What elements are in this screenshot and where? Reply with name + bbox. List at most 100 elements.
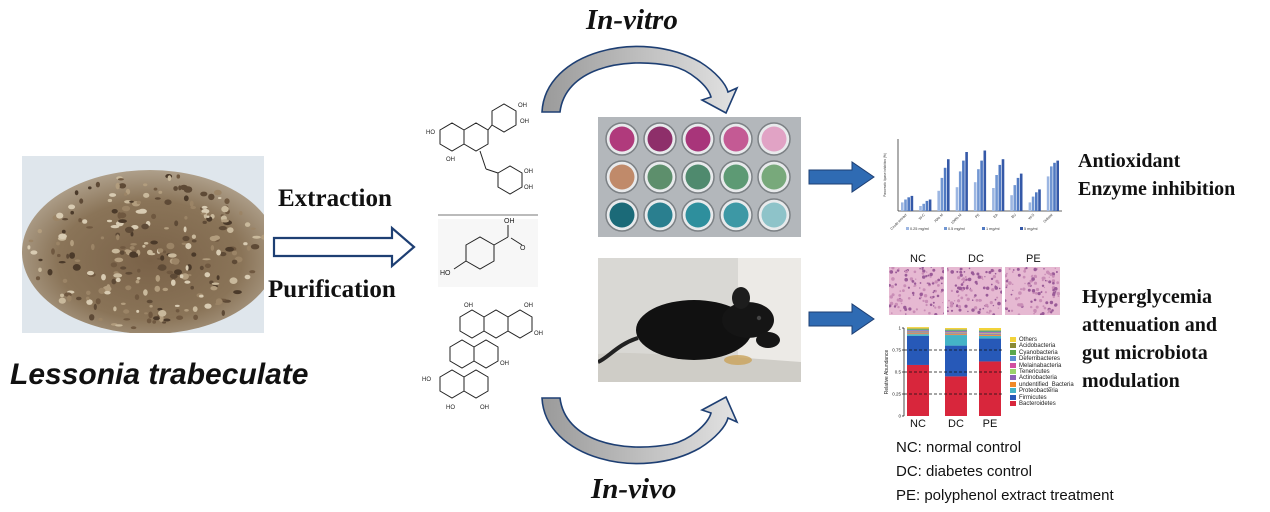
granule xyxy=(125,226,134,233)
oh-label: OH xyxy=(520,119,529,125)
cell-nucleus xyxy=(926,282,929,284)
mini-chart-bar xyxy=(973,182,977,211)
granule xyxy=(111,209,118,214)
granule xyxy=(130,243,137,246)
cell-nucleus xyxy=(1030,275,1033,278)
antioxidant-label: Antioxidant xyxy=(1078,150,1181,172)
cell-nucleus xyxy=(921,272,925,275)
stack-segment xyxy=(907,335,929,365)
cell-nucleus xyxy=(989,301,993,305)
cell-nucleus xyxy=(977,275,981,279)
granule xyxy=(37,229,42,234)
cell-nucleus xyxy=(1052,293,1056,297)
species-label: Lessonia trabeculate xyxy=(10,358,309,391)
cell-nucleus xyxy=(1052,295,1055,299)
cell-nucleus xyxy=(971,299,974,301)
granule xyxy=(155,275,161,282)
granule xyxy=(106,219,113,223)
mini-chart-bar xyxy=(1010,195,1013,211)
granule xyxy=(120,266,127,270)
oh-label: HO xyxy=(440,270,451,277)
cell-nucleus xyxy=(1047,312,1049,314)
cell-nucleus xyxy=(1042,296,1044,298)
stack-segment xyxy=(945,328,967,330)
granule xyxy=(86,290,91,295)
cell-nucleus xyxy=(937,278,941,282)
cell-nucleus xyxy=(904,273,908,277)
cell-nucleus xyxy=(1017,313,1021,315)
to-antioxidant-arrow xyxy=(808,161,875,193)
legend-label: Tenericutes xyxy=(1019,369,1050,376)
granule xyxy=(72,264,81,271)
granule xyxy=(158,310,167,317)
cell-nucleus xyxy=(965,278,968,281)
granule xyxy=(158,315,164,322)
cell-nucleus xyxy=(922,275,926,279)
cell-nucleus xyxy=(959,273,963,277)
granule xyxy=(143,183,148,187)
well-sample xyxy=(685,126,711,152)
stack-ylabel: Relative Abundance xyxy=(884,350,890,395)
cell-nucleus xyxy=(919,267,921,270)
granule xyxy=(60,293,64,298)
mini-chart-bar xyxy=(983,150,987,211)
cell-nucleus xyxy=(985,293,989,297)
legend-entry: Bacteroidetes xyxy=(1010,401,1056,408)
cell-nucleus xyxy=(947,268,949,272)
stack-segment xyxy=(907,331,929,333)
cell-nucleus xyxy=(973,296,976,298)
cell-nucleus xyxy=(1041,284,1045,287)
cell-nucleus xyxy=(889,284,891,287)
mini-chart-bar xyxy=(907,197,910,211)
granule xyxy=(211,282,220,285)
granule xyxy=(249,270,256,274)
mini-chart-category: W-S xyxy=(1028,212,1036,220)
cell-nucleus xyxy=(968,267,971,270)
cell-nucleus xyxy=(959,267,963,271)
cell-nucleus xyxy=(932,281,934,283)
cell-nucleus xyxy=(1006,307,1008,309)
cell-nucleus xyxy=(978,298,982,302)
oh-label: HO xyxy=(422,377,431,383)
cell-nucleus xyxy=(937,284,940,287)
well-sample xyxy=(647,202,673,228)
mini-chart-bar xyxy=(928,199,932,211)
granule xyxy=(190,285,194,290)
mini-chart-bar xyxy=(1038,189,1041,211)
cell-nucleus xyxy=(890,285,894,289)
granule xyxy=(38,258,43,262)
legend-label: Others xyxy=(1019,337,1038,344)
granule xyxy=(85,296,90,301)
granule xyxy=(130,231,134,237)
mini-chart-bar xyxy=(1046,176,1050,211)
cell-nucleus xyxy=(990,283,993,286)
cell-nucleus xyxy=(919,282,922,284)
legend-swatch xyxy=(1010,369,1016,374)
granule xyxy=(28,239,34,243)
cell-nucleus xyxy=(894,302,898,307)
granule xyxy=(141,223,149,230)
stack-segment xyxy=(907,328,929,330)
granule xyxy=(124,200,132,204)
cell-nucleus xyxy=(994,298,997,301)
granule xyxy=(206,215,210,218)
well-sample xyxy=(647,164,673,190)
stack-segment xyxy=(945,376,967,416)
granule xyxy=(68,204,76,210)
histology-pe xyxy=(1005,267,1060,315)
cell-nucleus xyxy=(1041,279,1044,282)
cell-nucleus xyxy=(913,270,917,274)
cell-nucleus xyxy=(957,305,962,309)
mini-legend-swatch xyxy=(906,227,909,230)
cell-nucleus xyxy=(905,313,907,315)
cell-nucleus xyxy=(1035,305,1039,309)
granule xyxy=(176,174,181,179)
cell-nucleus xyxy=(1031,277,1035,281)
stack-segment xyxy=(979,334,1001,336)
mini-chart-category: EA xyxy=(993,212,1000,219)
cell-nucleus xyxy=(1016,267,1020,271)
granule xyxy=(144,242,149,245)
cell-nucleus xyxy=(949,301,954,305)
granule xyxy=(191,252,197,257)
seaweed-granules-photo xyxy=(22,156,264,333)
